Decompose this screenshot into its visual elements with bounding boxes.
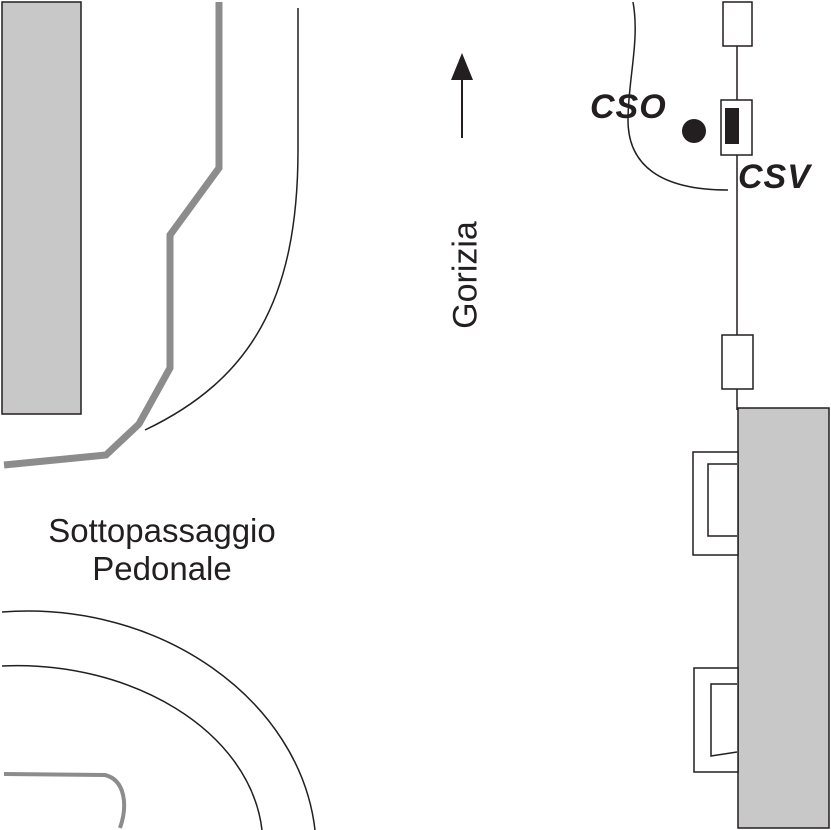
station-block-label: CSV (738, 158, 811, 196)
curb-line (3, 2, 223, 469)
filled-circle-icon (682, 119, 706, 143)
station-point-label: CSO (590, 88, 667, 126)
building-right (737, 407, 830, 829)
doorway-upper (692, 451, 739, 556)
building-left (1, 1, 82, 415)
arrow-up-icon (451, 53, 473, 138)
curb-line-bottom (3, 772, 127, 829)
curve-near-station (627, 1, 729, 191)
underpass-arc-outer (1, 610, 316, 830)
underpass-label-line2: Pedonale (92, 550, 232, 587)
direction-label: Gorizia (446, 221, 485, 329)
doorway-lower (693, 667, 739, 773)
right-box-top (722, 1, 753, 47)
underpass-label-line1: Sottopassaggio (48, 512, 276, 549)
right-box-lower (721, 334, 754, 390)
road-edge-curve (144, 8, 299, 431)
underpass-label: Sottopassaggio Pedonale (0, 512, 324, 588)
underpass-arc-inner (1, 664, 263, 830)
filled-rectangle-icon (725, 108, 739, 144)
